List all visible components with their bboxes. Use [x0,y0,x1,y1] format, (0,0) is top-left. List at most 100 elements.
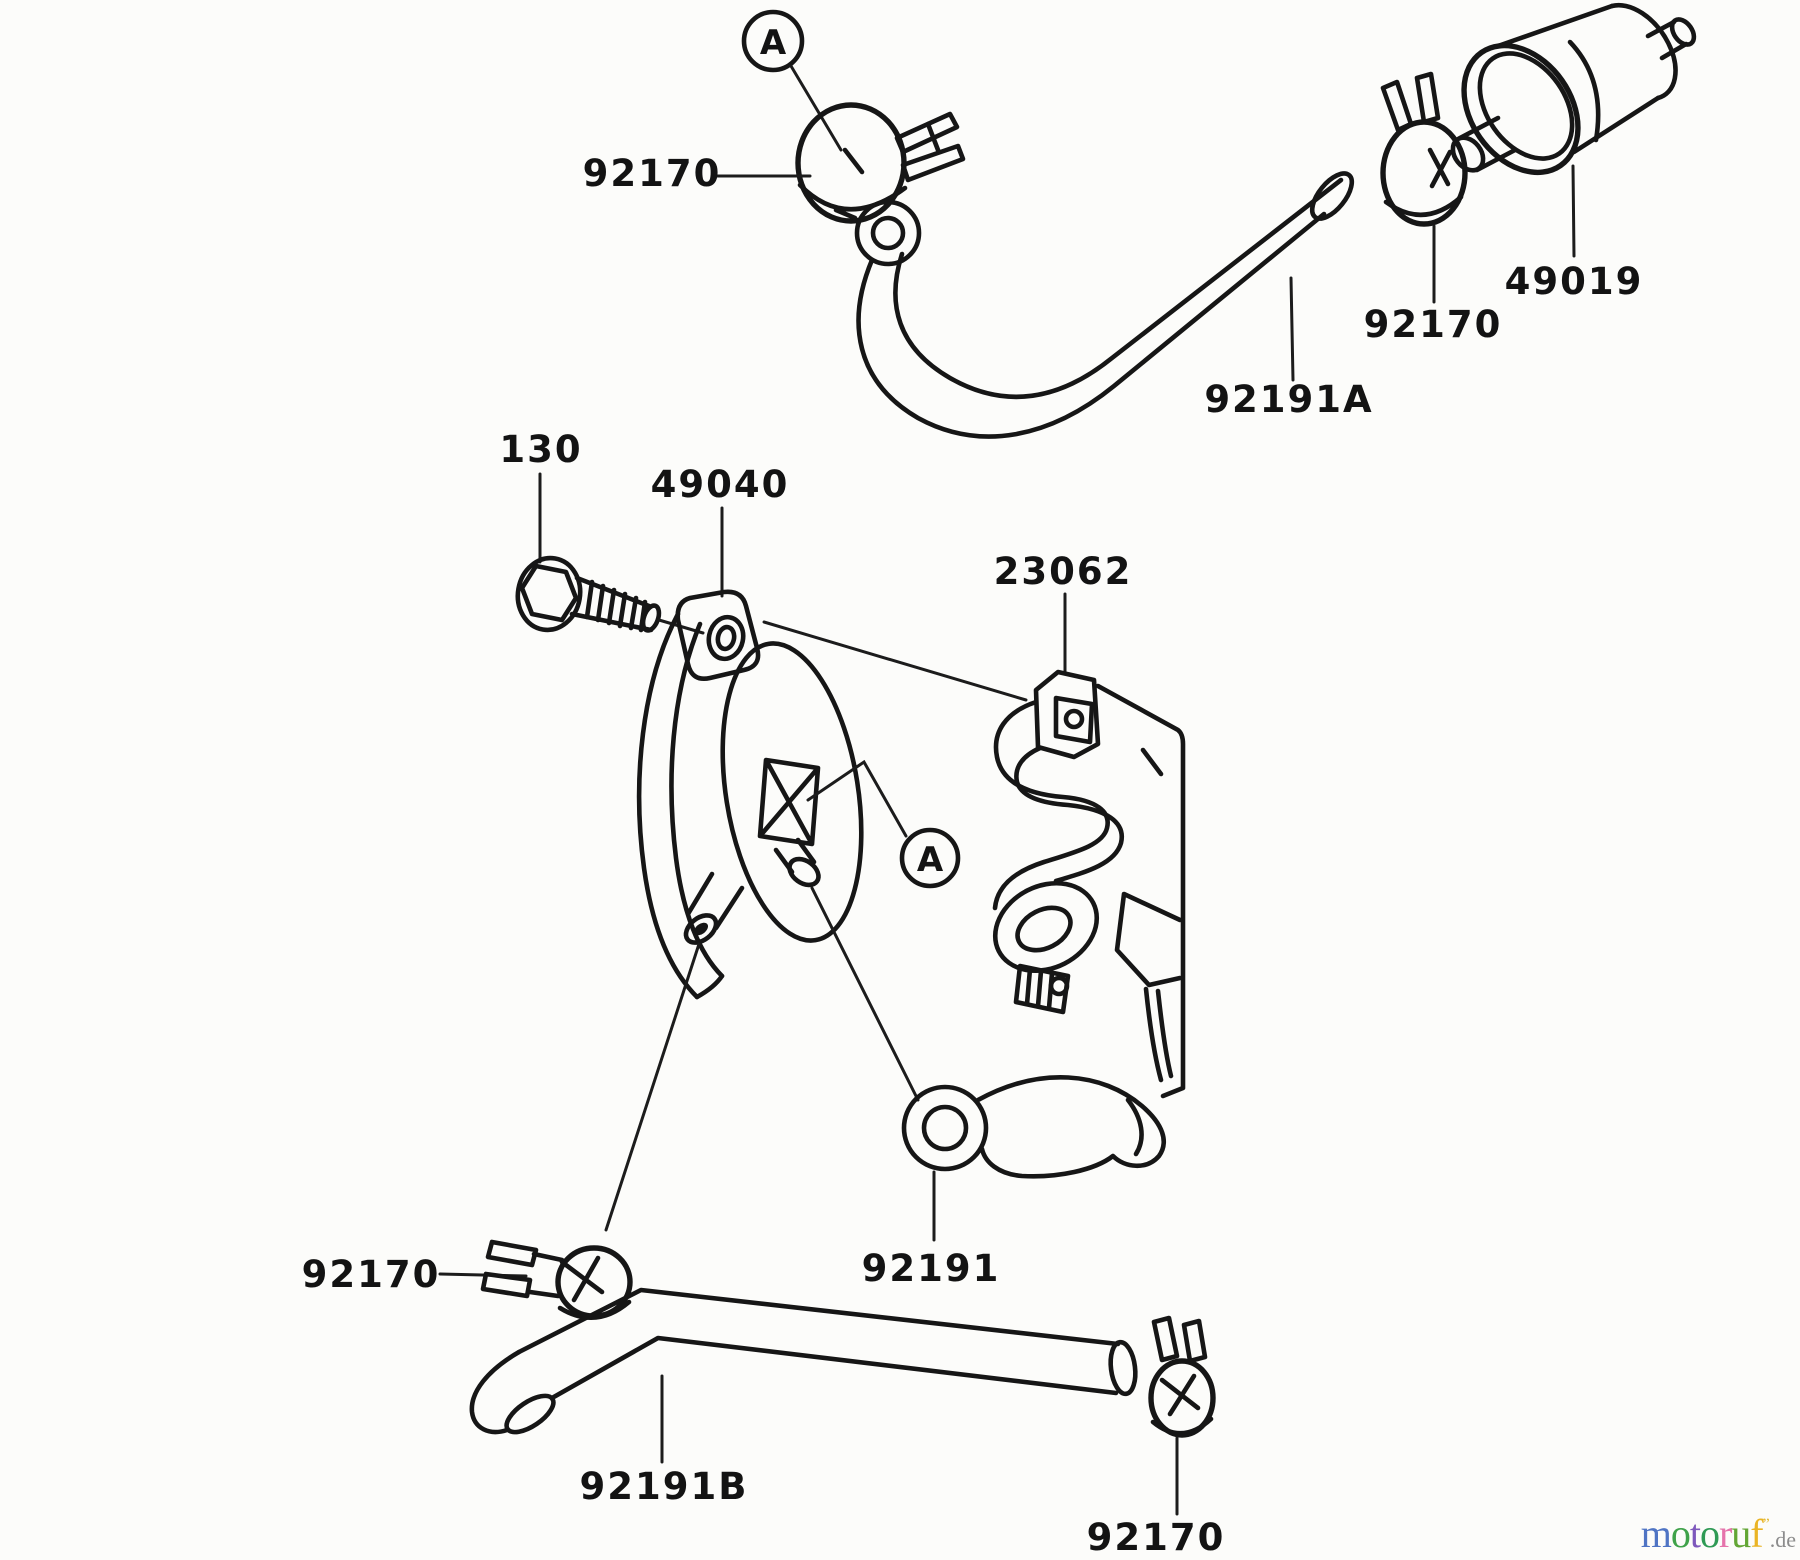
marker-letter: A [760,23,787,63]
leader-line [789,64,843,152]
part-label-clamp-top: 92170 [583,152,722,195]
assembly-line [604,942,701,1232]
filter-outlet-tip [1669,17,1697,47]
panel-tail [1143,986,1174,1083]
part-label-hose-upper: 92191A [1204,378,1373,421]
hose-elbow [469,1349,522,1435]
mounting-bracket: 23062 [992,550,1186,1099]
logo-letter: r [1718,1511,1732,1556]
clamp-tang [1151,1315,1180,1363]
clamp-tang [1380,79,1414,133]
valve-fitting [757,757,821,847]
clamp-band-edge [1383,194,1464,218]
hose-end [1108,1339,1138,1397]
clamp-tang [1414,71,1441,125]
hose-clamp-lower-right: 92170 [1087,1315,1223,1559]
clamp-tang [900,143,966,183]
clamp-tang [1181,1318,1208,1364]
valve-front-nipple-tip [787,856,821,888]
hose-elbow [975,1075,1166,1179]
clamp-screw [1159,1373,1201,1417]
hose-outline [549,1335,1119,1401]
hose-opening [504,1393,556,1435]
valve-bolt-hole-inner [715,624,737,652]
bracket-hole [1063,708,1085,730]
marker-letter: A [917,840,944,880]
motoruf-logo[interactable]: motoruf”.de [1641,1514,1796,1554]
bracket-pad [992,880,1100,974]
hose-ring [901,1084,989,1172]
valve-bolt-hole [706,614,746,662]
detail-marker-a-mid: A [899,827,961,889]
filter-outlet-nipple [1645,19,1689,61]
filter-body [1495,3,1615,49]
hose-grommet [854,199,922,267]
bolt-head [519,563,579,623]
logo-domain-suffix: .de [1769,1527,1796,1552]
part-label-clamp-filter: 92170 [1364,303,1503,346]
part-label-clamp-lower-left: 92170 [302,1253,441,1296]
logo-letter: o [1670,1511,1691,1556]
clamp-band-edge [557,1299,632,1320]
hose-outline [856,211,1327,439]
valve-lower-nipple-bore [693,922,709,936]
clamp-tang [485,1239,539,1268]
panel-pocket [1114,891,1183,988]
filter-face [1477,51,1575,161]
panel-detail [1140,747,1164,777]
fuel-valve: 49040 [604,463,1028,1232]
detail-pointer [806,759,908,838]
valve-lower-nipple [685,871,745,931]
hose-clamp-lower-left: 92170 [302,1239,633,1320]
bracket-strap [992,699,1110,911]
bracket-foot-hole [1048,975,1070,997]
leader-line [1289,276,1295,382]
valve-body [720,641,864,943]
backing-panel [1095,683,1186,1099]
part-label-bracket: 23062 [994,550,1133,593]
part-label-hose-lower: 92191B [580,1465,749,1508]
hose-elbow-end [1125,1097,1144,1157]
leader-line [1571,164,1576,258]
filter-body [1571,95,1661,155]
bracket-pad-slot [1015,905,1073,953]
valve-lower-nipple-tip [683,913,719,945]
filter-band [1567,39,1601,143]
logo-letter: t [1689,1511,1701,1556]
assembly-line [762,620,1028,702]
fuel-hose-lower: 92191B [469,1287,1138,1508]
clamp-tang [894,111,960,155]
bracket-strap-inner [1014,745,1125,884]
hose-outline [893,177,1344,400]
hose-clamp-top: 92170 [583,102,966,267]
bracket-foot-hatch [1024,966,1055,1011]
clamp-detail [833,147,865,221]
bolt-flange [515,555,583,633]
logo-letter: o [1699,1511,1720,1556]
bracket-nut-face [1053,695,1095,745]
detail-marker-a-top: A [741,9,843,152]
hose-clamp-filter: 92170 [1364,71,1503,346]
part-label-fuel-valve: 49040 [651,463,790,506]
part-label-outlet-hose: 92191 [862,1247,1001,1290]
part-label-fuel-filter: 49019 [1505,260,1644,303]
clamp-screw [925,121,941,153]
hose-grommet-hole [870,215,906,251]
fuel-hose-upper: 92191A [856,171,1373,439]
assembly-line [810,886,920,1102]
hose-ring-bore [921,1104,969,1152]
bolt-threads [584,579,648,633]
filter-end [1609,2,1678,101]
clamp-detail [527,1251,565,1299]
logo-trademark-tick: ” [1762,1516,1770,1533]
logo-letter: m [1640,1511,1672,1556]
flange-bolt: 130 [499,428,705,635]
valve-flange-bottom [694,973,725,1000]
fuel-filter: 49019 [1450,2,1697,303]
clamp-band-edge [1150,1416,1214,1436]
clamp-screw [559,1255,605,1303]
hose-outline [516,1287,1121,1355]
clamp-band-edge [797,182,908,212]
